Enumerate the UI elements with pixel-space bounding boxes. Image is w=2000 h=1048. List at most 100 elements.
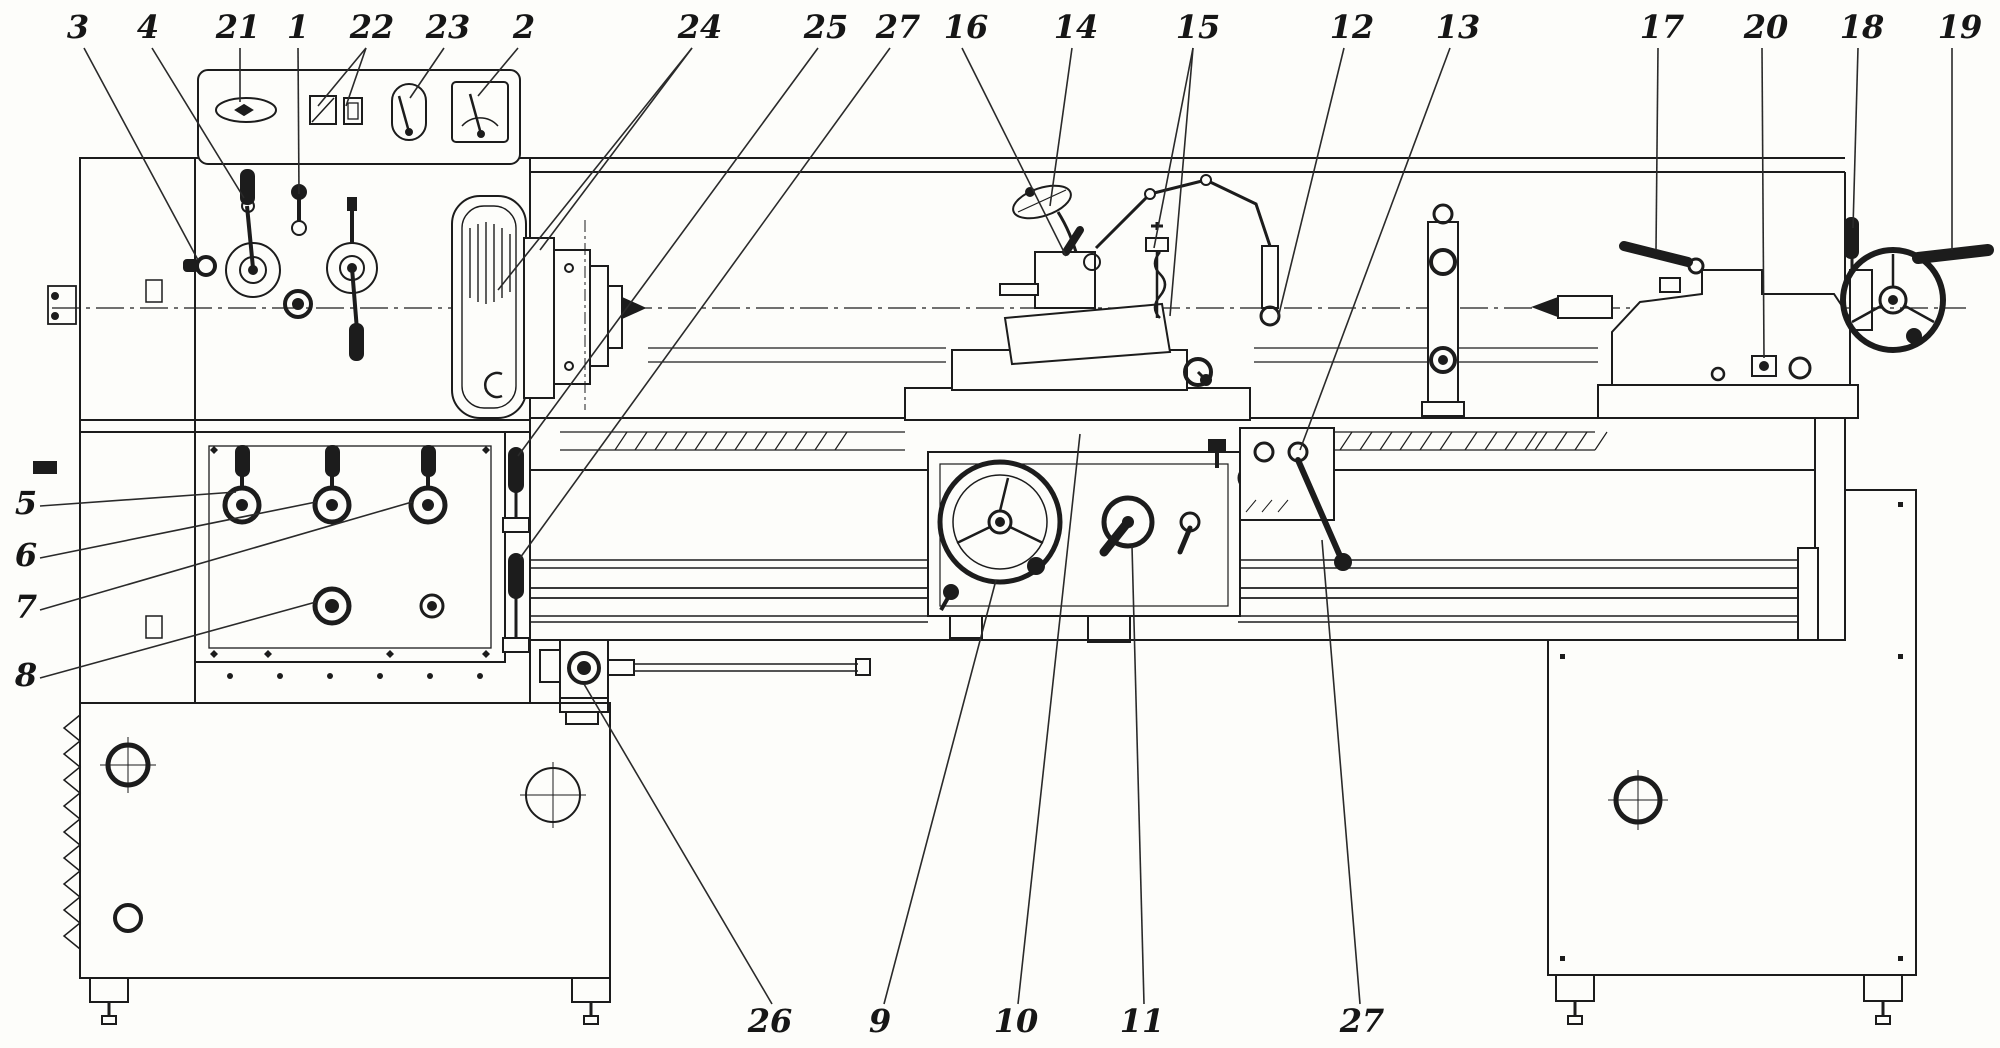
- apron-small-lever: [939, 584, 959, 611]
- leader-line-27b: [1321, 539, 1361, 1005]
- leader-line-22: [317, 47, 367, 107]
- callout-27: 27: [875, 8, 921, 46]
- chip-guard-zigzag: [62, 714, 82, 950]
- handwheel-crank: [1027, 557, 1045, 575]
- leader-line-8: [39, 601, 317, 679]
- leader-line-17: [1655, 47, 1659, 251]
- gearbox-knob-2: [312, 445, 352, 525]
- tailstock-clamp-lever: [1619, 241, 1705, 275]
- indicator-lamp-icon: [215, 97, 277, 123]
- tailstock: [1531, 217, 1994, 419]
- leader-line-12: [1277, 47, 1345, 319]
- carriage: [904, 174, 1352, 643]
- gear-cover: [451, 195, 527, 419]
- callout-15: 15: [1176, 8, 1221, 46]
- callout-11: 11: [1120, 1002, 1165, 1040]
- leader-line-9: [883, 579, 997, 1005]
- rack-bar: [530, 559, 1800, 569]
- side-bracket: [47, 285, 77, 325]
- right-feet: [1555, 974, 1903, 1025]
- feed-gearbox: [194, 431, 530, 679]
- left-pedestal: [62, 702, 611, 1025]
- engage-lever-lower: [502, 553, 530, 653]
- apron-bracket-right: [1087, 615, 1131, 643]
- speed-dial-b: [326, 197, 378, 361]
- way-hatching: [614, 431, 1608, 451]
- callout-8: 8: [14, 656, 37, 694]
- tailstock-center: [1531, 296, 1559, 318]
- callout-13: 13: [1436, 8, 1481, 46]
- cabinet-bolts: [1560, 502, 1903, 961]
- callout-26: 26: [747, 1002, 793, 1040]
- panel-bolts: [210, 446, 490, 679]
- half-nut-lever: [1099, 495, 1155, 557]
- callout-16: 16: [944, 8, 989, 46]
- tailstock-quill: [1557, 295, 1613, 319]
- stop-column: [1421, 203, 1465, 417]
- speed-dial-a: [225, 169, 281, 298]
- left-feet: [89, 977, 611, 1025]
- leader-line-1: [297, 47, 300, 195]
- leader-line-2: [477, 47, 519, 97]
- leader-line-15: [1169, 47, 1194, 317]
- tool-post-dial: [1083, 253, 1101, 271]
- leader-line-25: [517, 47, 819, 457]
- callout-12: 12: [1330, 8, 1375, 46]
- callout-3: 3: [67, 8, 89, 46]
- callout-4: 4: [137, 8, 159, 46]
- right-pedestal: [1547, 489, 1917, 1025]
- tool-post: [1034, 251, 1096, 309]
- callout-23: 23: [425, 8, 471, 46]
- callout-6: 6: [15, 536, 37, 574]
- small-knob-left: [183, 255, 217, 277]
- leader-line-13: [1299, 47, 1451, 451]
- callout-21: 21: [215, 8, 261, 46]
- control-panel: [197, 69, 521, 165]
- tailstock-handwheel: [1840, 247, 1946, 353]
- gearbox-lower-knobs: [312, 586, 445, 626]
- middle-knob: [283, 289, 313, 319]
- callout-1: 1: [287, 8, 309, 46]
- callout-27b: 27: [1339, 1002, 1385, 1040]
- apron-handwheel: [937, 459, 1063, 585]
- saddle: [904, 387, 1251, 421]
- callout-18: 18: [1840, 8, 1885, 46]
- callout-20: 20: [1743, 8, 1789, 46]
- callout-14: 14: [1054, 8, 1099, 46]
- engage-lever-upper: [502, 447, 530, 533]
- gearbox-knob-3: [408, 445, 448, 525]
- callout-17: 17: [1640, 8, 1685, 46]
- center-point: [621, 296, 647, 320]
- callout-10: 10: [994, 1002, 1039, 1040]
- coolant-arm: [1094, 174, 1281, 327]
- leader-line-26: [583, 683, 773, 1005]
- coolant-valve: [1145, 222, 1169, 319]
- callout-2: 2: [512, 8, 535, 46]
- callout-24: 24: [677, 8, 723, 46]
- cross-feed-crank: [1183, 357, 1213, 387]
- leader-line-3: [83, 47, 199, 261]
- tool-bit: [999, 283, 1039, 296]
- feed-rod: [530, 615, 1800, 623]
- compound-rest: [1003, 302, 1172, 366]
- lead-screw: [530, 587, 1800, 599]
- side-handle: [33, 461, 57, 474]
- leader-line-16: [961, 47, 1067, 257]
- button-switch-icon: [309, 95, 363, 125]
- tailstock-body: [1611, 269, 1851, 386]
- callout-5: 5: [15, 484, 37, 522]
- feed-reverse-plate: [1239, 427, 1352, 571]
- work-lamp: [1012, 184, 1078, 253]
- leader-line-24: [497, 47, 693, 291]
- leader-line-7: [39, 501, 413, 611]
- selector-t-lever: [1208, 439, 1226, 468]
- coolant-hose: [1153, 251, 1167, 319]
- leader-line-5: [39, 491, 237, 507]
- callout-22: 22: [349, 8, 395, 46]
- apron-bracket-left: [949, 615, 983, 639]
- tailstock-base: [1597, 384, 1859, 419]
- leader-line-24: [539, 47, 693, 251]
